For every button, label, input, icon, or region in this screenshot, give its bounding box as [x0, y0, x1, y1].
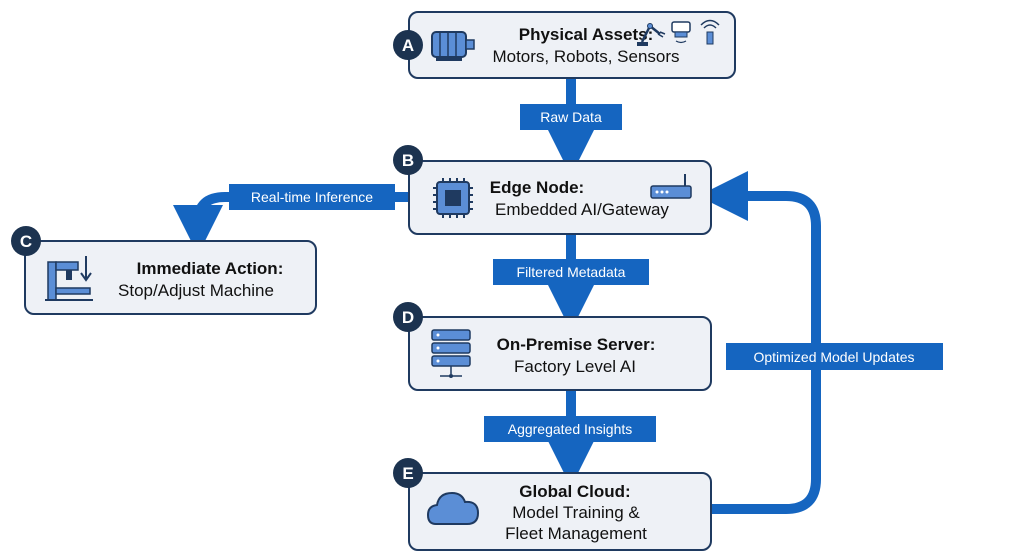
edge-d-to-e: Aggregated Insights	[484, 390, 656, 487]
node-title: Physical Assets:	[519, 25, 654, 44]
node-immediate-action: Immediate Action: Stop/Adjust Machine C	[11, 226, 317, 315]
robot-arm-icon	[637, 23, 666, 46]
sensor-device-icon	[671, 21, 691, 44]
edge-label-optimized-model-updates	[726, 343, 943, 370]
edge-b-to-c: Real-time Inference	[173, 184, 409, 255]
edge-label-text: Filtered Metadata	[517, 264, 626, 280]
machine-press-icon	[45, 256, 93, 301]
chip-icon	[433, 178, 473, 218]
node-subtitle: Stop/Adjust Machine	[118, 281, 274, 300]
edge-label-text: Raw Data	[540, 109, 602, 125]
badge-letter: C	[20, 232, 32, 251]
edge-label-filtered-metadata	[493, 259, 649, 285]
node-on-premise-server: On-Premise Server: Factory Level AI D	[393, 302, 712, 391]
edge-label-text: Optimized Model Updates	[753, 349, 914, 365]
cloud-icon	[426, 491, 480, 525]
edge-label-aggregated-insights	[484, 416, 656, 442]
edge-label-text: Real-time Inference	[251, 189, 373, 205]
badge-letter: B	[402, 151, 414, 170]
node-title: Global Cloud:	[519, 482, 630, 501]
edge-b-to-d: Filtered Metadata	[493, 234, 649, 331]
badge-a	[393, 30, 423, 60]
badge-b	[393, 145, 423, 175]
edge-label-real-time-inference	[229, 184, 395, 210]
edge-e-to-b: Optimized Model Updates	[698, 171, 943, 514]
server-rack-icon	[431, 329, 471, 378]
node-subtitle: Fleet Management	[505, 524, 647, 543]
node-title: Immediate Action:	[137, 259, 284, 278]
edge-a-to-b: Raw Data	[520, 78, 622, 176]
node-global-cloud: Global Cloud: Model Training & Fleet Man…	[393, 458, 712, 551]
motor-icon	[431, 31, 475, 61]
badge-e	[393, 458, 423, 488]
badge-letter: E	[402, 464, 413, 483]
node-subtitle: Embedded AI/Gateway	[495, 200, 669, 219]
node-title: On-Premise Server:	[497, 335, 656, 354]
router-icon	[650, 174, 692, 199]
badge-c	[11, 226, 41, 256]
edge-label-text: Aggregated Insights	[508, 421, 633, 437]
wireless-sensor-icon	[700, 19, 720, 45]
node-subtitle: Model Training &	[512, 503, 640, 522]
node-physical-assets: Physical Assets: Motors, Robots, Sensors…	[393, 11, 736, 79]
node-subtitle: Factory Level AI	[514, 357, 636, 376]
edge-label-raw-data	[520, 104, 622, 130]
node-subtitle: Motors, Robots, Sensors	[492, 47, 679, 66]
badge-letter: A	[402, 36, 414, 55]
badge-d	[393, 302, 423, 332]
node-title: Edge Node:	[490, 178, 584, 197]
badge-letter: D	[402, 308, 414, 327]
node-edge-node: Edge Node: Embedded AI/Gateway B	[393, 145, 712, 235]
